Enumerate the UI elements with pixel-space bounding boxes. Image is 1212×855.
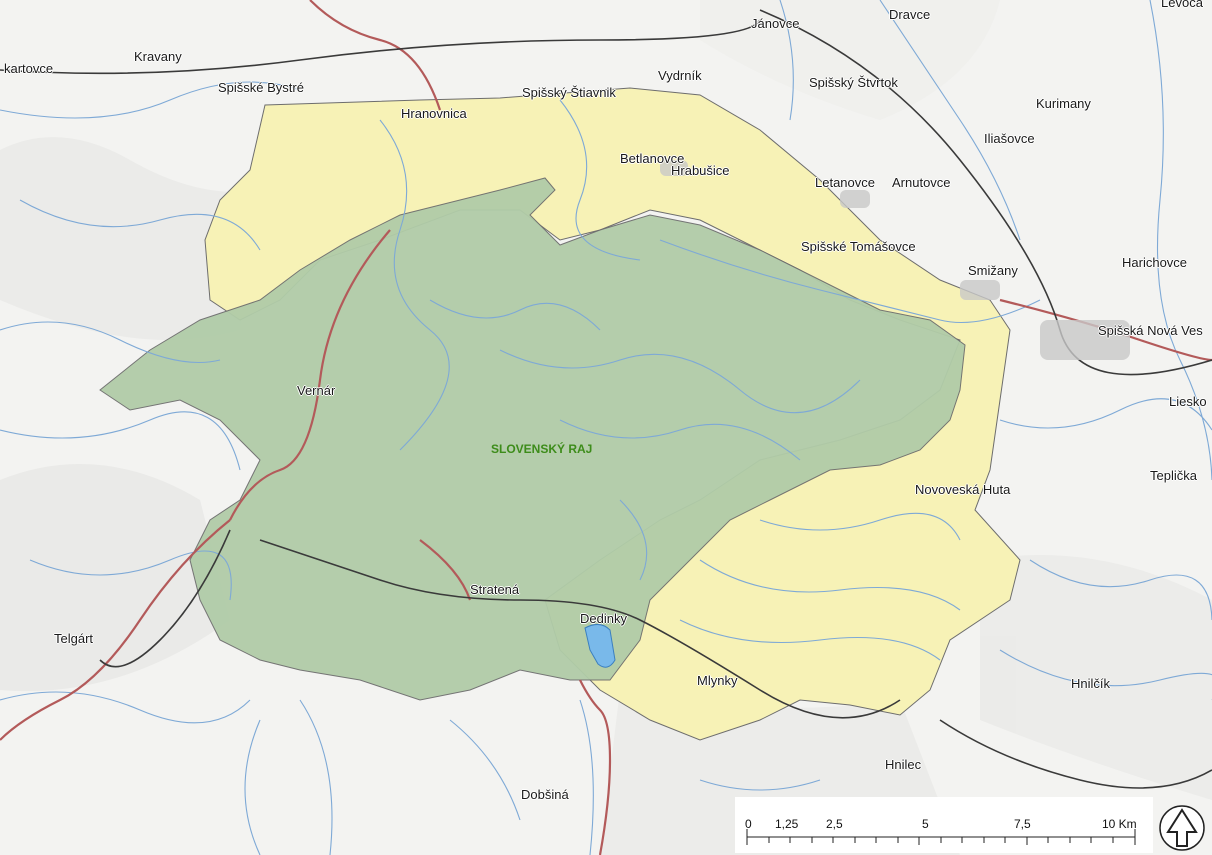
place-spisske-bystre: Spišské Bystré bbox=[218, 80, 304, 95]
place-vernar: Vernár bbox=[297, 383, 336, 398]
scale-label-3: 5 bbox=[922, 817, 929, 831]
scale-bar bbox=[735, 797, 1153, 853]
scale-label-5: 10 Km bbox=[1102, 817, 1137, 831]
north-arrow-icon bbox=[1156, 802, 1208, 852]
place-dedinky: Dedinky bbox=[580, 611, 627, 626]
national-park bbox=[99, 177, 966, 701]
place-kravany: Kravany bbox=[134, 49, 182, 64]
place-betlanovce: Betlanovce bbox=[620, 151, 685, 166]
place-liesko: Liesko bbox=[1169, 394, 1207, 409]
place-spisske-tomasovce: Spišské Tomášovce bbox=[801, 239, 916, 254]
place-vydrnik: Vydrník bbox=[658, 68, 702, 83]
scale-label-0: 0 bbox=[745, 817, 752, 831]
place-dobsina: Dobšiná bbox=[521, 787, 569, 802]
scale-label-1: 1,25 bbox=[775, 817, 799, 831]
place-kartovce: kartovce bbox=[4, 61, 54, 76]
place-harichovce: Harichovce bbox=[1122, 255, 1188, 270]
place-hnilcik: Hnilčík bbox=[1071, 676, 1111, 691]
place-arnutovce: Arnutovce bbox=[892, 175, 951, 190]
scale-label-4: 7,5 bbox=[1014, 817, 1031, 831]
place-teplicka: Teplička bbox=[1150, 468, 1197, 483]
place-telgart: Telgárt bbox=[54, 631, 94, 646]
lake-dedinky bbox=[584, 624, 616, 668]
region-label: SLOVENSKÝ RAJ bbox=[491, 442, 593, 456]
place-spissky-stiavnik: Spišský Štiavnik bbox=[522, 85, 616, 100]
place-hrabusice: Hrabušice bbox=[671, 163, 730, 178]
railway bbox=[0, 9, 1212, 789]
place-dravce: Dravce bbox=[889, 7, 931, 22]
place-spissky-stvrtok: Spišský Štvrtok bbox=[809, 75, 898, 90]
place-janovce: Jánovce bbox=[751, 16, 800, 31]
settlement-patches bbox=[660, 160, 1130, 360]
place-iliasovce: Iliašovce bbox=[984, 131, 1035, 146]
place-mlynky: Mlynky bbox=[697, 673, 738, 688]
place-hranovnica: Hranovnica bbox=[401, 106, 467, 121]
place-letanovce: Letanovce bbox=[815, 175, 875, 190]
place-smizany: Smižany bbox=[968, 263, 1018, 278]
place-hnilec: Hnilec bbox=[885, 757, 922, 772]
place-kurimany: Kurimany bbox=[1036, 96, 1091, 111]
scale-ticks bbox=[746, 829, 1136, 845]
scale-label-2: 2,5 bbox=[826, 817, 843, 831]
place-stratena: Stratená bbox=[470, 582, 520, 597]
place-levoca: Levoča bbox=[1161, 0, 1203, 10]
place-novoveska-huta: Novoveská Huta bbox=[915, 482, 1011, 497]
place-spisska-nova-ves: Spišská Nová Ves bbox=[1098, 323, 1203, 338]
